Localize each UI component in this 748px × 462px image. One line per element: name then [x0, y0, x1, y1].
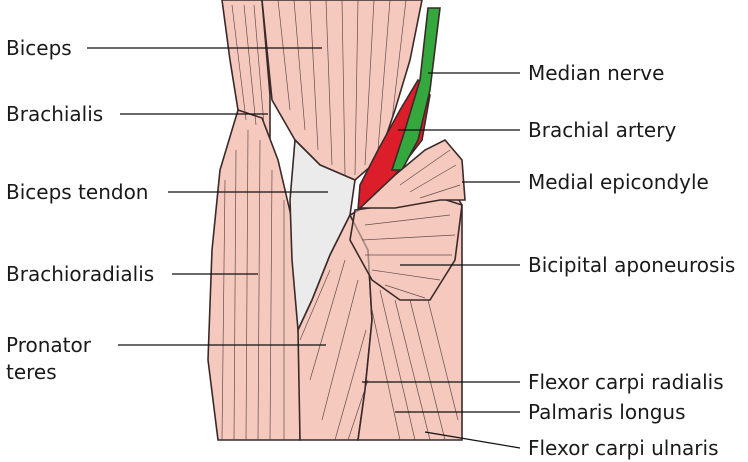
label-flexor-carpi-ulnaris: Flexor carpi ulnaris	[528, 436, 719, 460]
label-brachialis: Brachialis	[6, 102, 103, 126]
label-medial-epicondyle: Medial epicondyle	[528, 170, 709, 194]
label-flexor-carpi-radialis: Flexor carpi radialis	[528, 370, 724, 394]
label-palmaris-longus: Palmaris longus	[528, 400, 686, 424]
label-pronator-teres-line2: teres	[6, 360, 57, 384]
label-brachioradialis: Brachioradialis	[6, 262, 154, 286]
label-biceps: Biceps	[6, 36, 72, 60]
label-biceps-tendon: Biceps tendon	[6, 180, 148, 204]
brachioradialis-muscle	[208, 110, 300, 440]
label-pronator-teres-line1: Pronator	[6, 333, 91, 357]
label-median-nerve: Median nerve	[528, 61, 664, 85]
label-brachial-artery: Brachial artery	[528, 118, 676, 142]
label-bicipital-aponeurosis: Bicipital aponeurosis	[528, 253, 735, 277]
